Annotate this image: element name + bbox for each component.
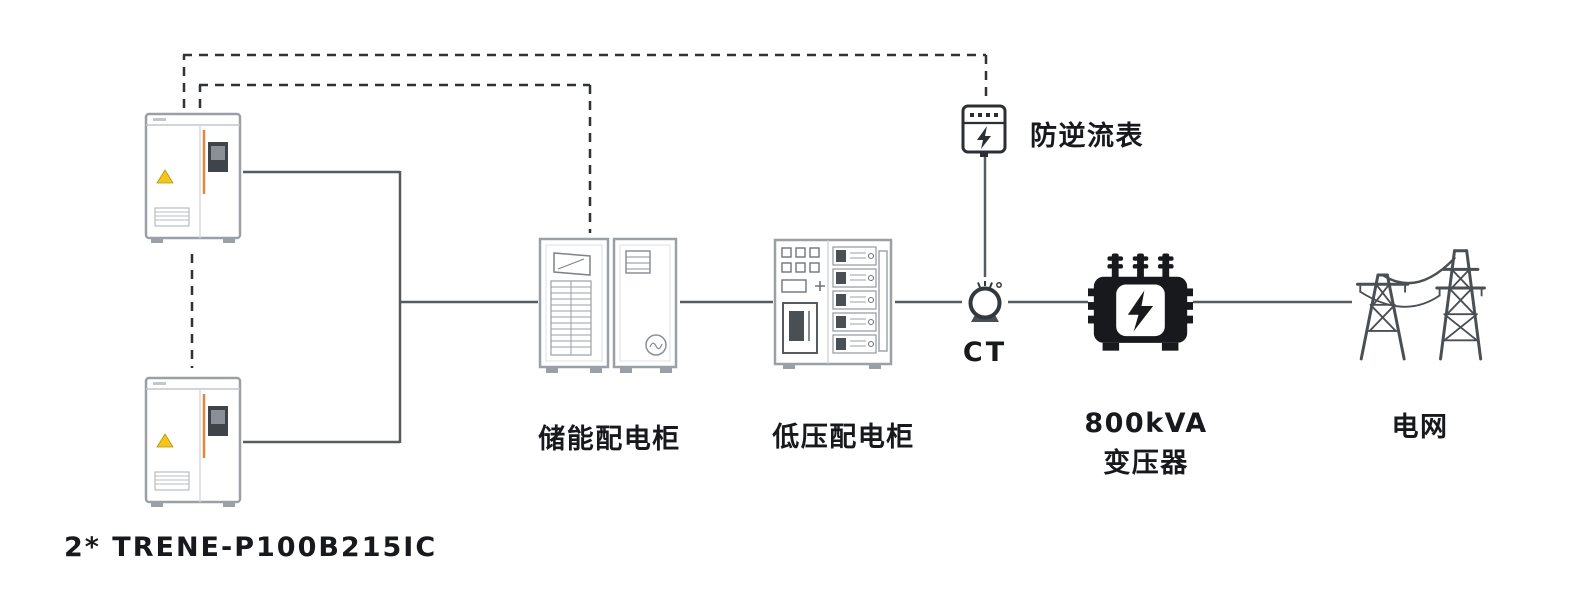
lv-cabinet-icon <box>773 235 895 370</box>
storage-cabinet-label: 储能配电柜 <box>538 424 681 455</box>
ct-label: CT <box>962 337 1008 368</box>
battery-cabinet-1-icon <box>143 108 243 246</box>
meter-label: 防逆流表 <box>1030 121 1144 152</box>
anti-backflow-meter-icon <box>960 103 1008 159</box>
battery-cabinet-2-icon <box>143 372 243 510</box>
transformer-label: 800kVA 变压器 <box>1046 404 1246 484</box>
transformer-icon <box>1088 248 1193 360</box>
storage-cabinet-icon <box>538 233 680 375</box>
ct-icon <box>962 276 1008 326</box>
battery-units-label: 2* TRENE-P100B215IC <box>64 532 438 563</box>
lv-cabinet-label: 低压配电柜 <box>772 422 915 453</box>
grid-icon <box>1350 228 1490 363</box>
transformer-label-line2: 变压器 <box>1103 448 1189 479</box>
grid-label: 电网 <box>1391 412 1449 443</box>
transformer-label-line1: 800kVA <box>1084 408 1208 439</box>
